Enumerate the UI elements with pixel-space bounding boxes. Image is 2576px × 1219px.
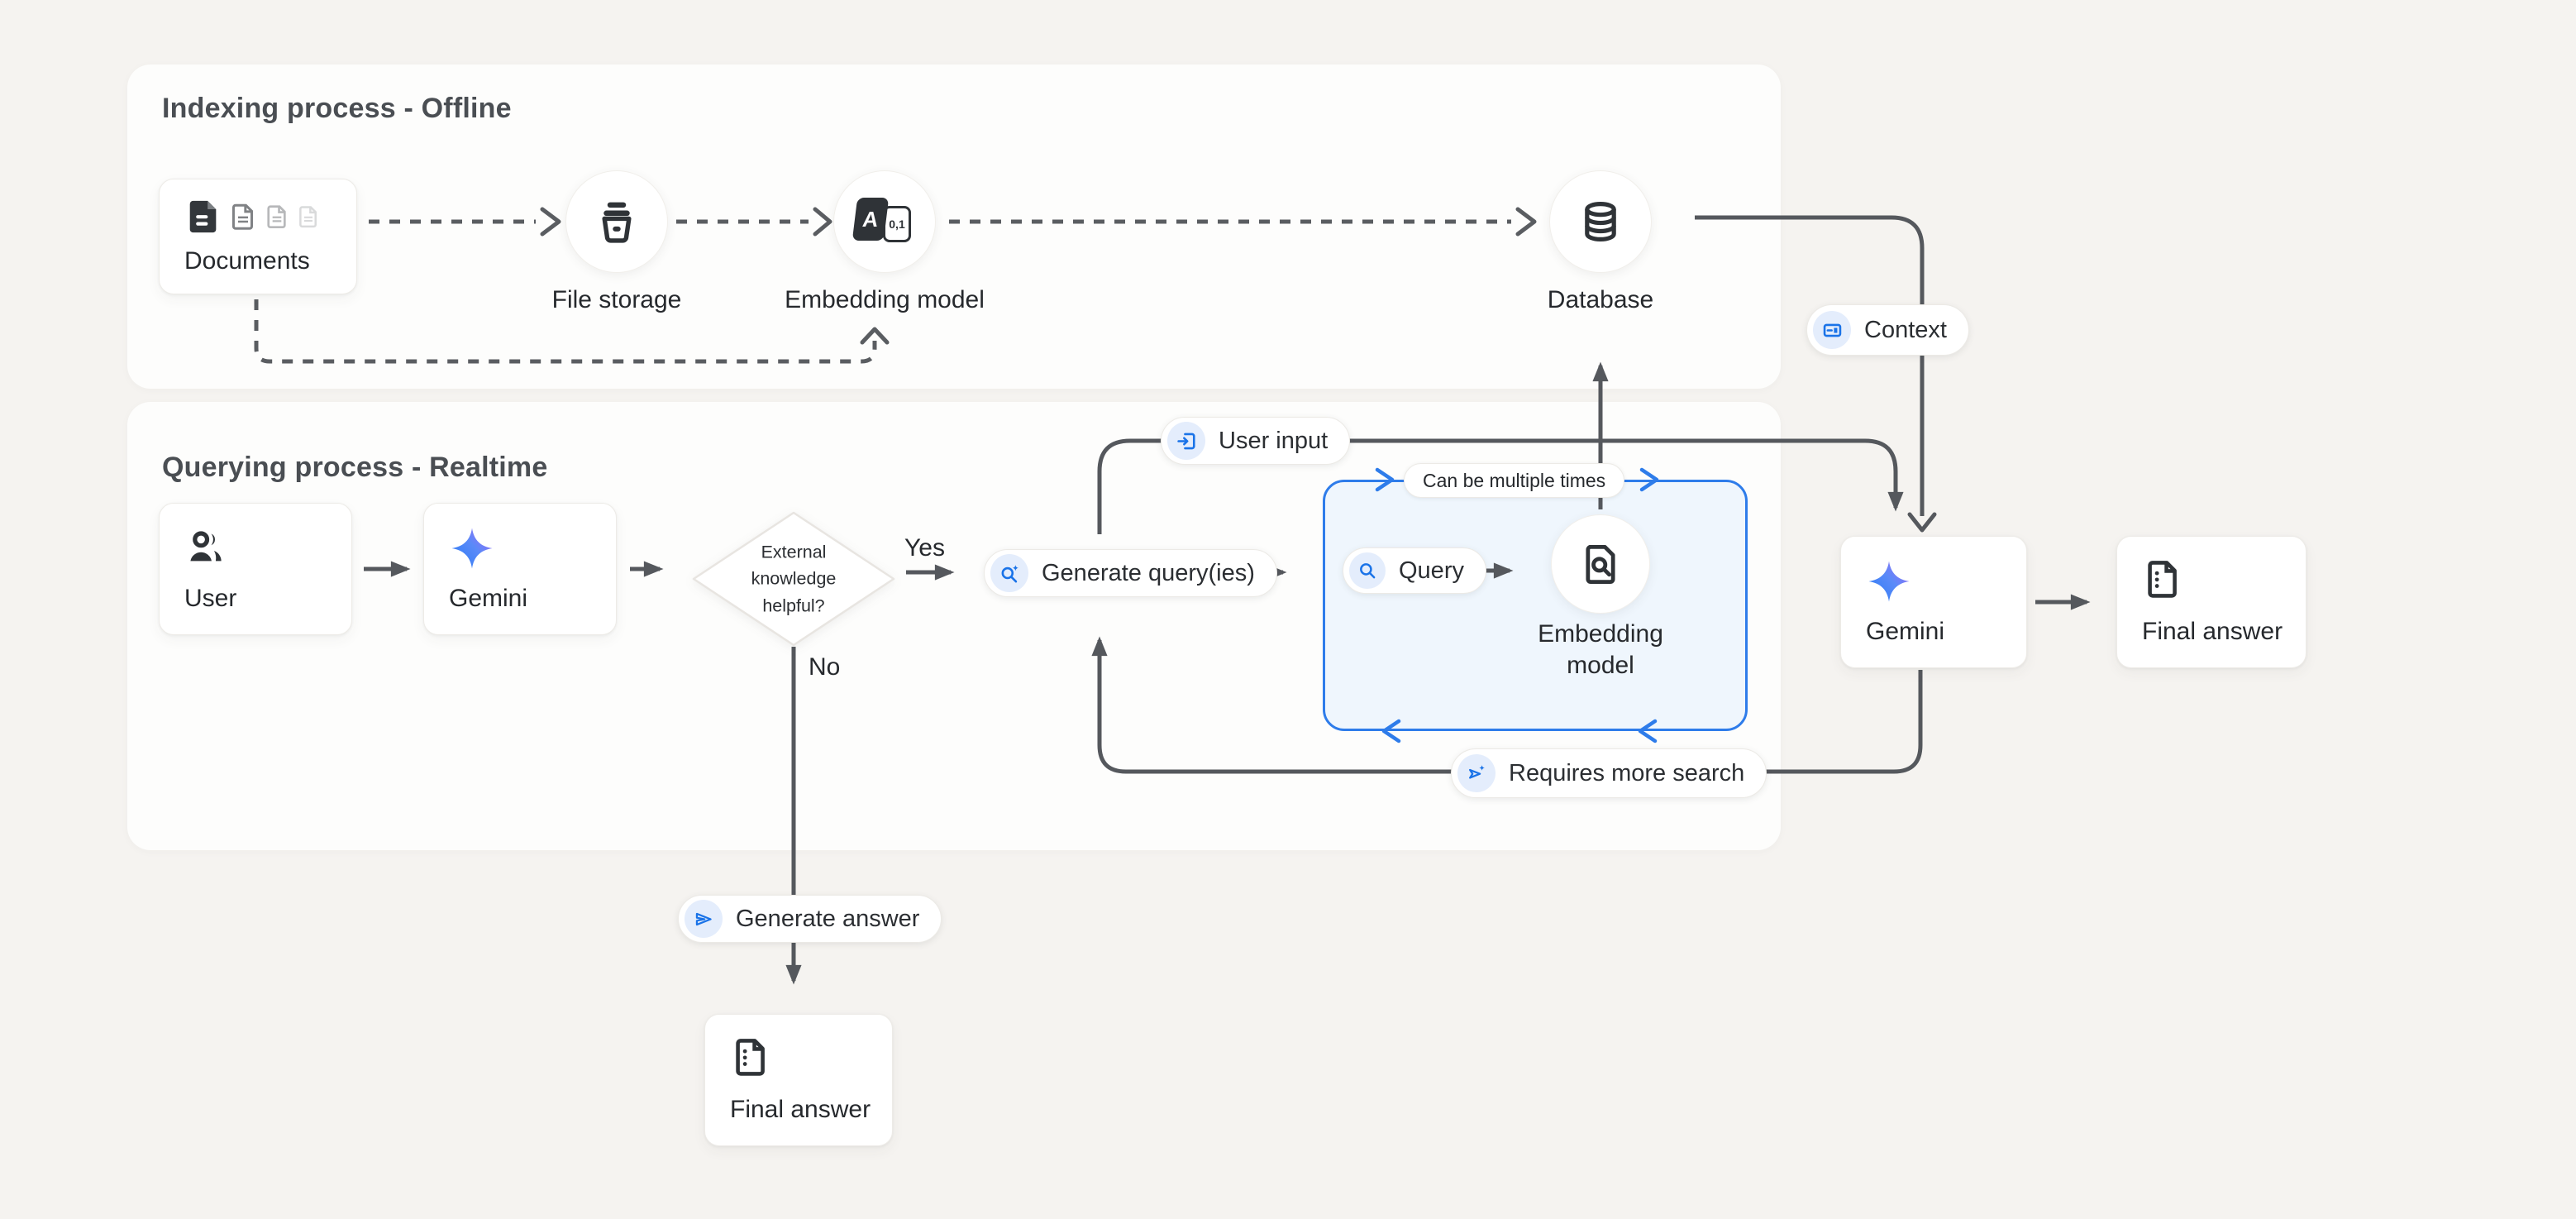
file-search-icon [1586,545,1615,585]
database-label: Database [1547,286,1654,313]
document-icon [231,203,253,230]
final-answer-right-card: Final answer [2116,536,2306,668]
storage-bucket-icon [602,202,632,243]
user-card: User [159,503,352,635]
document-icon [267,205,286,228]
query-label: Query [1399,557,1464,584]
embedding-model-realtime-node [1551,514,1650,614]
gemini-answer-label: Gemini [1866,618,1945,645]
generate-answer-label: Generate answer [736,905,920,932]
final-answer-bottom-card: Final answer [704,1014,893,1146]
yes-edge-label: Yes [904,534,945,562]
letter-a-glyph: A [852,198,890,241]
indexing-panel-title: Indexing process - Offline [162,93,512,124]
decision-diamond: External knowledge helpful? [690,511,897,647]
users-icon [190,531,222,562]
can-be-multiple-times-label: Can be multiple times [1423,469,1606,491]
requires-more-search-label: Requires more search [1509,759,1745,786]
generate-queries-chip [990,554,1028,592]
gemini-label: Gemini [449,585,528,612]
decision-text: External knowledge helpful? [751,542,837,616]
documents-card: Documents [159,179,357,294]
gemini-star-icon [451,528,493,569]
user-label: User [184,585,237,612]
user-input-pill: User input [1161,417,1351,465]
vector-digits-glyph: 0,1 [883,206,911,242]
context-label: Context [1864,316,1947,343]
retrieval-loop-box [1323,480,1748,731]
documents-label: Documents [184,247,310,275]
requires-more-search-pill: Requires more search [1451,748,1767,798]
querying-panel-title: Querying process - Realtime [162,452,548,483]
send-icon [695,912,712,925]
search-icon [1360,563,1376,579]
document-icon [189,200,217,233]
document-icon [2148,561,2177,598]
document-icon [736,1039,765,1076]
query-pill: Query [1343,547,1486,594]
text-to-vector-icon: 0,1 A [852,198,916,246]
database-node [1549,170,1652,273]
user-input-label: User input [1219,427,1329,454]
model-sparkle-icon [1468,764,1485,779]
final-answer-bottom-label: Final answer [730,1096,871,1123]
gemini-card: Gemini [423,503,617,635]
generate-queries-label: Generate query(ies) [1042,559,1255,586]
gemini-answer-card: Gemini [1840,536,2027,668]
no-edge-label: No [809,653,841,681]
database-icon [1585,202,1616,241]
embedding-model-top-node: 0,1 A [833,170,936,273]
embedding-model-realtime-label: Embedding model [1538,620,1663,679]
final-answer-right-label: Final answer [2142,618,2283,645]
requires-more-search-chip [1457,754,1496,792]
context-chip [1813,311,1851,349]
search-sparkle-icon [1001,564,1018,582]
file-storage-label: File storage [551,286,682,313]
embedding-model-top-label: Embedding model [785,286,985,313]
gemini-star-icon [1868,561,1910,602]
input-arrow-icon [1176,433,1195,449]
context-pill: Context [1806,304,1969,356]
document-icon [299,206,317,228]
user-input-chip [1167,422,1205,460]
generate-queries-pill: Generate query(ies) [984,549,1277,597]
file-storage-node [565,170,668,273]
query-chip [1349,552,1386,589]
diamond-shape [692,511,895,647]
generate-answer-chip [685,900,723,938]
generate-answer-pill: Generate answer [678,895,942,943]
can-be-multiple-times-tag: Can be multiple times [1404,463,1625,498]
context-card-icon [1823,323,1841,337]
